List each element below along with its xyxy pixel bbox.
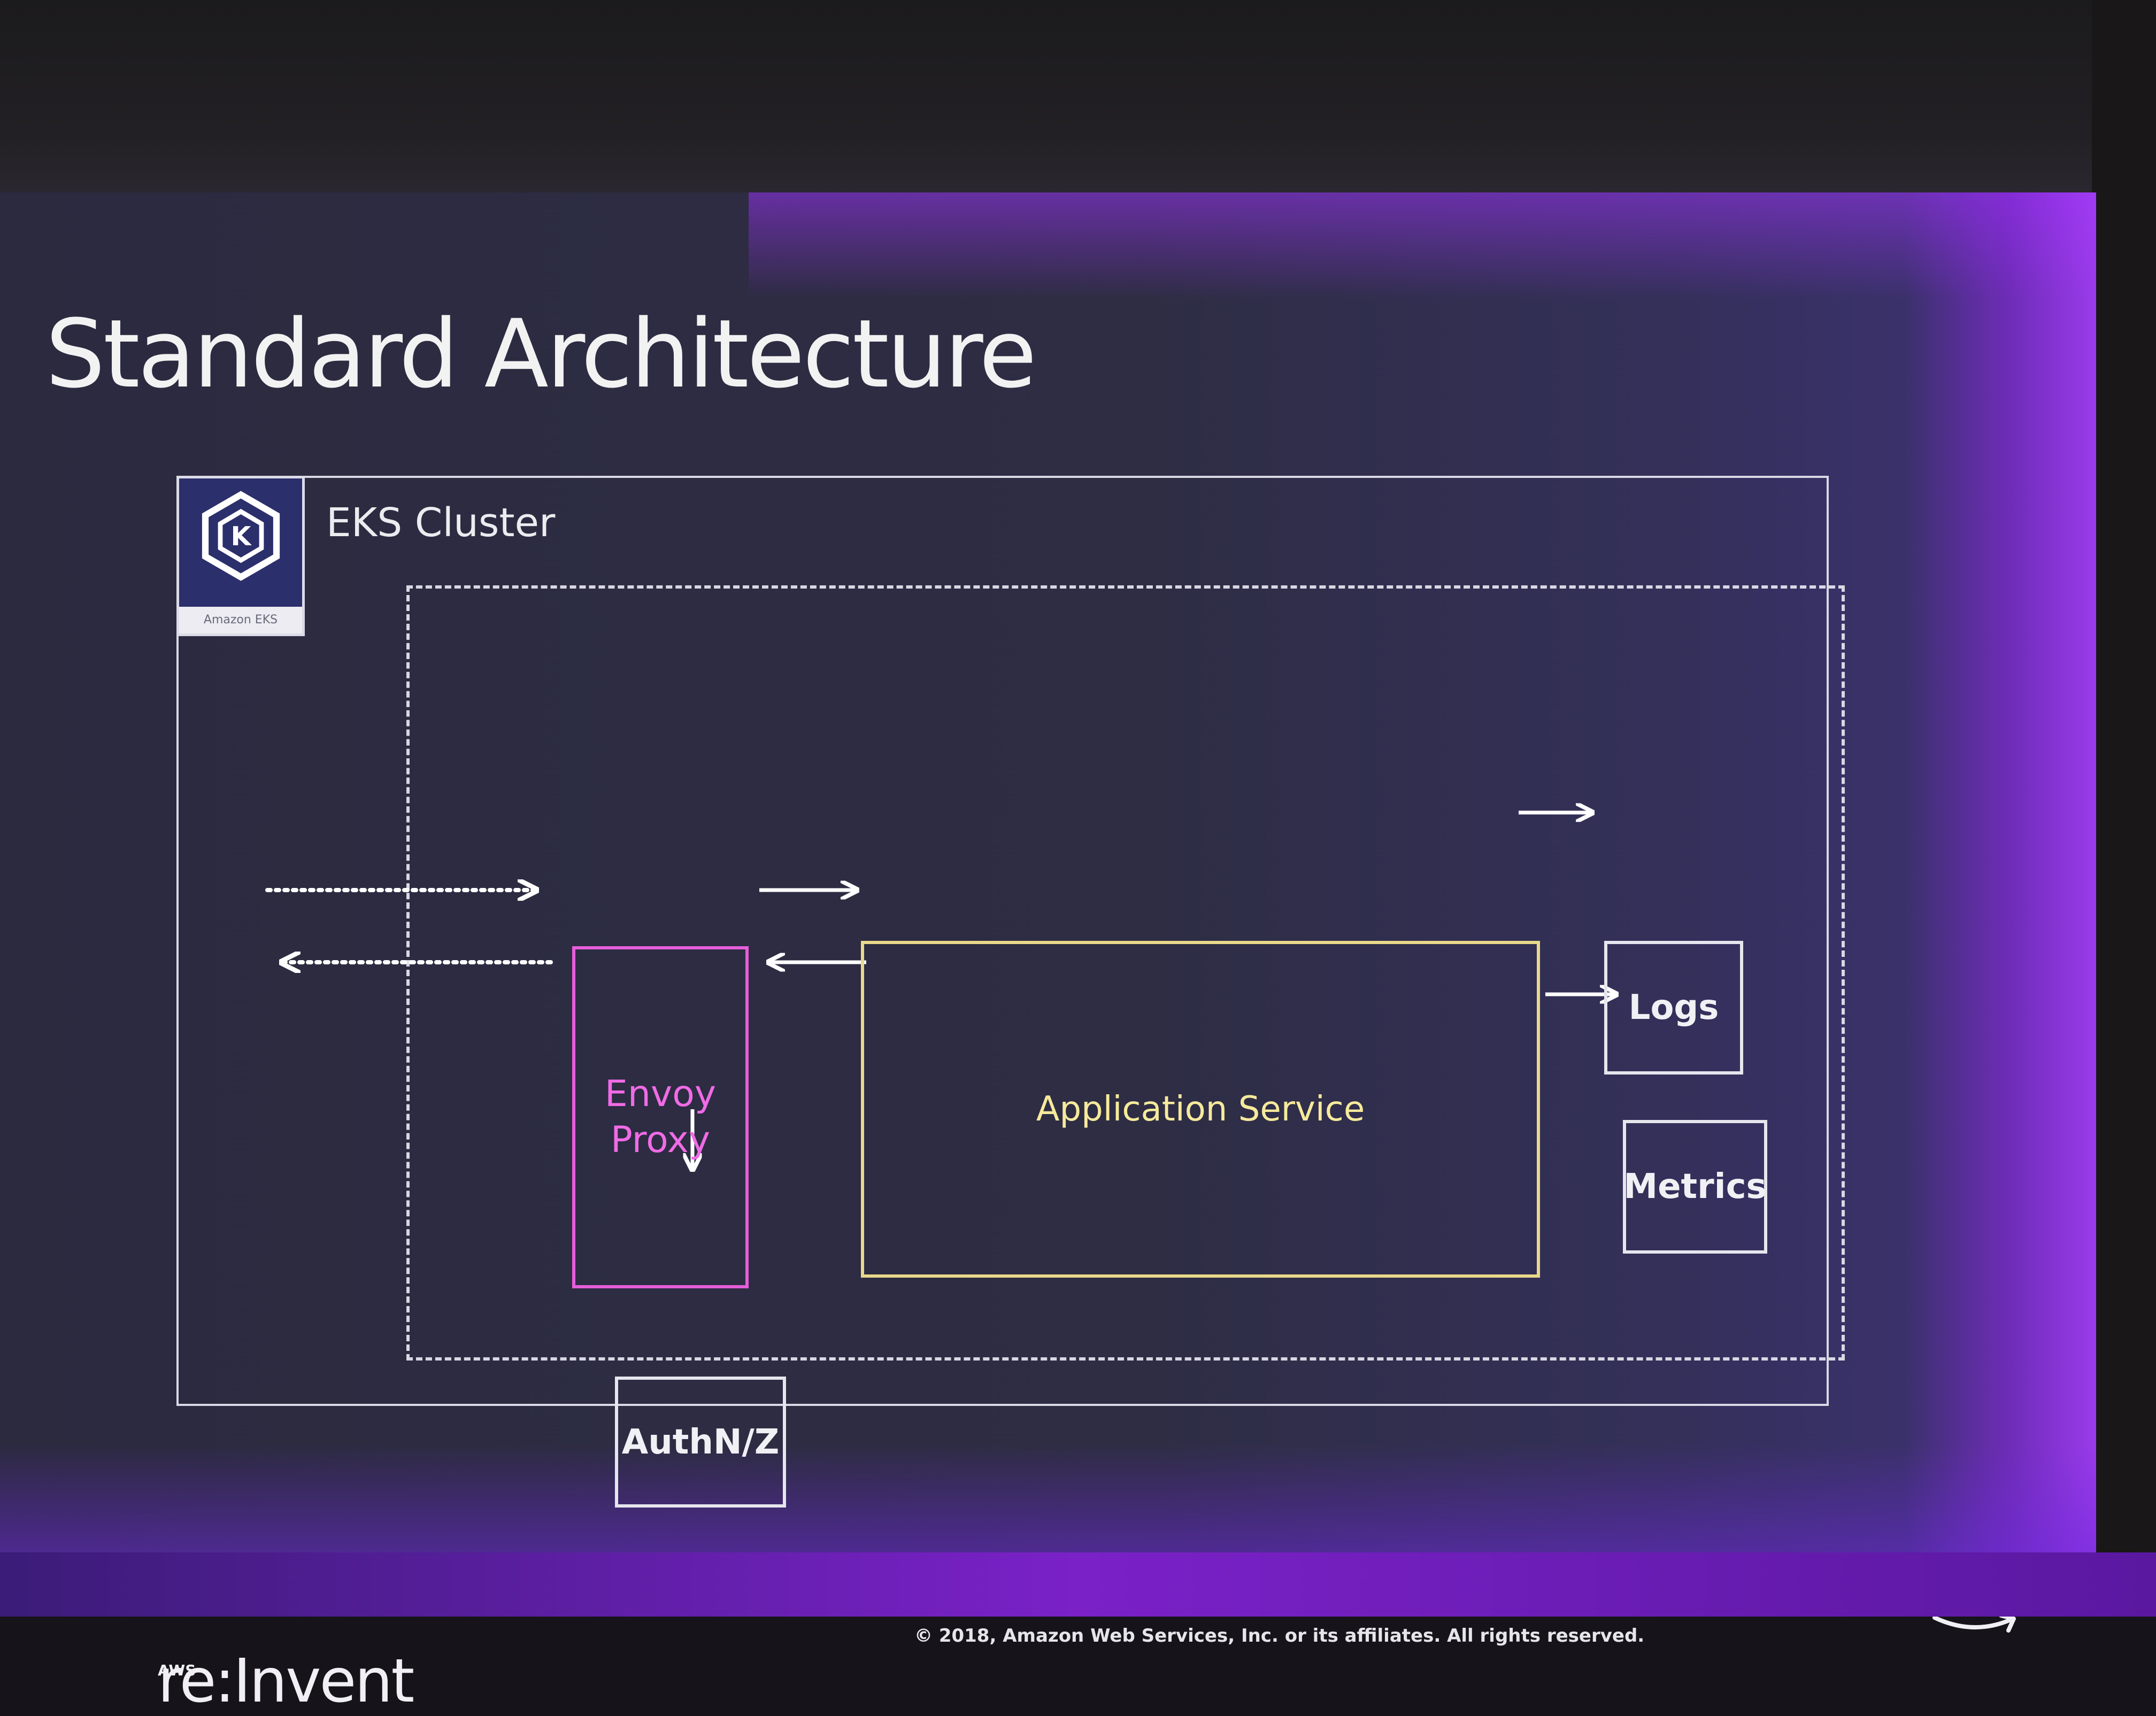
room-wall — [0, 0, 2156, 192]
room-floor-glow — [0, 1552, 2156, 1617]
room-wall-right — [2092, 0, 2156, 1617]
metrics-box: Metrics — [1623, 1120, 1767, 1254]
envoy-proxy-box: Envoy Proxy — [572, 946, 749, 1288]
screen-glow-top — [749, 192, 2096, 299]
reinvent-logo-prefix: AWS — [158, 1661, 196, 1679]
projection-screen: Standard Architecture K Amazon EKS EKS C… — [0, 192, 2096, 1716]
kubernetes-pod-boundary — [406, 585, 1845, 1361]
kubernetes-hex-icon: K — [202, 491, 280, 581]
svg-text:K: K — [231, 521, 252, 552]
reinvent-logo: AWS re:Invent — [158, 1647, 414, 1716]
authnz-label: AuthN/Z — [621, 1422, 780, 1462]
logs-box: Logs — [1604, 941, 1743, 1075]
metrics-label: Metrics — [1623, 1167, 1767, 1207]
application-service-box: Application Service — [861, 941, 1540, 1278]
logs-label: Logs — [1628, 988, 1719, 1027]
amazon-eks-logo: K Amazon EKS — [176, 476, 305, 636]
copyright-notice: © 2018, Amazon Web Services, Inc. or its… — [914, 1625, 1645, 1647]
authnz-box: AuthN/Z — [615, 1377, 786, 1508]
slide-title: Standard Architecture — [45, 299, 1037, 409]
eks-cluster-label: EKS Cluster — [326, 500, 556, 546]
screen-glow-right — [1904, 192, 2096, 1561]
screen-glow-bottom — [0, 1443, 2096, 1561]
eks-logo-caption: Amazon EKS — [179, 607, 302, 633]
envoy-proxy-label: Envoy Proxy — [604, 1073, 717, 1161]
eks-cluster-boundary — [176, 476, 1829, 1406]
application-service-label: Application Service — [1036, 1089, 1365, 1129]
diagram-arrows — [265, 192, 2096, 1561]
reinvent-logo-text: re:Invent — [158, 1647, 414, 1716]
